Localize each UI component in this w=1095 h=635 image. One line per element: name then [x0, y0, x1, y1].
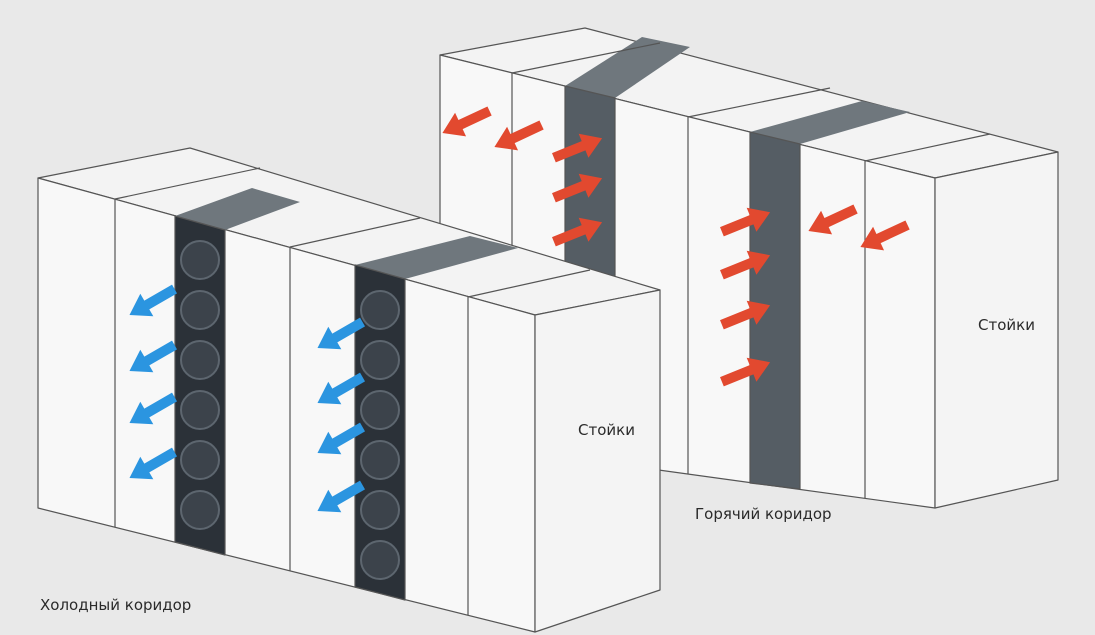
- cold-air-arrow-icon: [317, 422, 366, 455]
- hot-air-exhaust-arrow-icon: [860, 220, 910, 251]
- hot-aisle-strip-top: [565, 37, 690, 98]
- fan-icon: [360, 440, 400, 480]
- hot-air-intake-arrow-icon: [720, 250, 771, 280]
- cold-air-arrow-icon: [129, 340, 178, 373]
- racks-label-front: Стойки: [578, 421, 635, 439]
- cold-air-arrow-icon: [317, 480, 366, 513]
- fan-icon: [180, 290, 220, 330]
- fan-icon: [360, 340, 400, 380]
- racks-label-back: Стойки: [978, 316, 1035, 334]
- airflow-arrows: [129, 106, 910, 513]
- cold-aisle-label: Холодный коридор: [40, 596, 192, 614]
- cold-air-arrow-icon: [129, 392, 178, 425]
- back-row-side: [934, 151, 1059, 509]
- fan-icon: [180, 440, 220, 480]
- front-row-side: [534, 289, 661, 633]
- cooler-strip-top: [355, 236, 518, 279]
- cooler-fans: [180, 240, 400, 580]
- fan-icon: [360, 540, 400, 580]
- cold-air-arrow-icon: [317, 372, 366, 405]
- fan-icon: [180, 240, 220, 280]
- hot-air-intake-arrow-icon: [552, 217, 603, 247]
- hot-air-intake-arrow-icon: [552, 173, 603, 203]
- hot-air-exhaust-arrow-icon: [494, 120, 544, 151]
- fan-icon: [360, 390, 400, 430]
- cooler-strip-top: [175, 188, 300, 230]
- hot-air-exhaust-arrow-icon: [442, 106, 492, 137]
- fan-icon: [180, 340, 220, 380]
- fan-icon: [180, 390, 220, 430]
- hot-air-intake-arrow-icon: [720, 357, 771, 387]
- cold-air-arrow-icon: [129, 447, 178, 480]
- fan-icon: [360, 290, 400, 330]
- hot-aisle-strip-top: [750, 101, 910, 144]
- hot-aisle-label: Горячий коридор: [695, 505, 832, 523]
- fan-icon: [360, 490, 400, 530]
- hot-air-exhaust-arrow-icon: [808, 204, 858, 235]
- cold-air-arrow-icon: [317, 317, 366, 350]
- cold-air-arrow-icon: [129, 284, 178, 317]
- fan-icon: [180, 490, 220, 530]
- hot-air-intake-arrow-icon: [552, 133, 603, 163]
- hot-air-intake-arrow-icon: [720, 300, 771, 330]
- hot-air-intake-arrow-icon: [720, 207, 771, 237]
